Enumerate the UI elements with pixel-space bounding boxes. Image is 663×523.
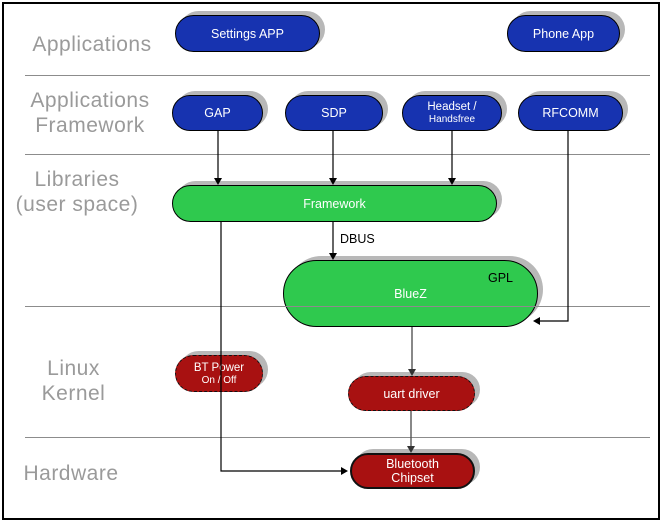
node-settings-app: Settings APP	[175, 15, 320, 52]
node-sdp: SDP	[285, 95, 383, 131]
node-rfcomm: RFCOMM	[518, 95, 623, 131]
node-bt-power-line2: On / Off	[201, 374, 237, 386]
layer-label-libraries-line1: Libraries	[34, 168, 120, 191]
node-phone-app: Phone App	[507, 15, 620, 52]
node-sdp-label: SDP	[321, 106, 347, 120]
layer-label-hardware: Hardware	[23, 462, 119, 485]
node-bt-power-line1: BT Power	[193, 361, 245, 374]
layer-label-libraries: Libraries (user space)	[12, 167, 142, 217]
node-headset-line1: Headset /	[427, 101, 477, 113]
layer-label-libraries-line2: (user space)	[15, 193, 139, 216]
node-bluetooth-chipset: Bluetooth Chipset	[350, 453, 475, 489]
bluez-gpl-badge: GPL	[487, 271, 513, 285]
divider-kernel	[25, 437, 650, 438]
layer-label-applications: Applications	[32, 33, 152, 56]
divider-libraries	[25, 306, 650, 307]
dbus-edge-label: DBUS	[340, 232, 375, 246]
layer-label-app-framework-line2: Framework	[35, 114, 145, 137]
node-headset-line2: Handsfree	[428, 114, 476, 125]
divider-app-framework	[25, 154, 650, 155]
node-bluetooth-chipset-line1: Bluetooth	[386, 457, 439, 471]
node-bluez-label: BlueZ	[394, 286, 427, 301]
node-gap-label: GAP	[204, 106, 231, 120]
node-headset-handsfree: Headset / Handsfree	[402, 95, 502, 131]
node-framework: Framework	[172, 185, 497, 222]
node-settings-app-label: Settings APP	[211, 26, 284, 41]
node-gap: GAP	[172, 95, 263, 131]
node-phone-app-label: Phone App	[532, 26, 595, 41]
node-bluetooth-chipset-line2: Chipset	[391, 471, 434, 485]
node-framework-label: Framework	[303, 196, 366, 211]
node-bt-power: BT Power On / Off	[175, 355, 263, 392]
divider-applications	[25, 75, 650, 76]
node-uart-driver: uart driver	[348, 376, 475, 411]
layer-label-linux-kernel: Linux Kernel	[41, 357, 106, 405]
node-uart-driver-label: uart driver	[383, 386, 440, 401]
layer-label-app-framework: Applications Framework	[15, 88, 165, 138]
layer-label-app-framework-line1: Applications	[30, 89, 150, 112]
node-rfcomm-label: RFCOMM	[542, 106, 599, 120]
